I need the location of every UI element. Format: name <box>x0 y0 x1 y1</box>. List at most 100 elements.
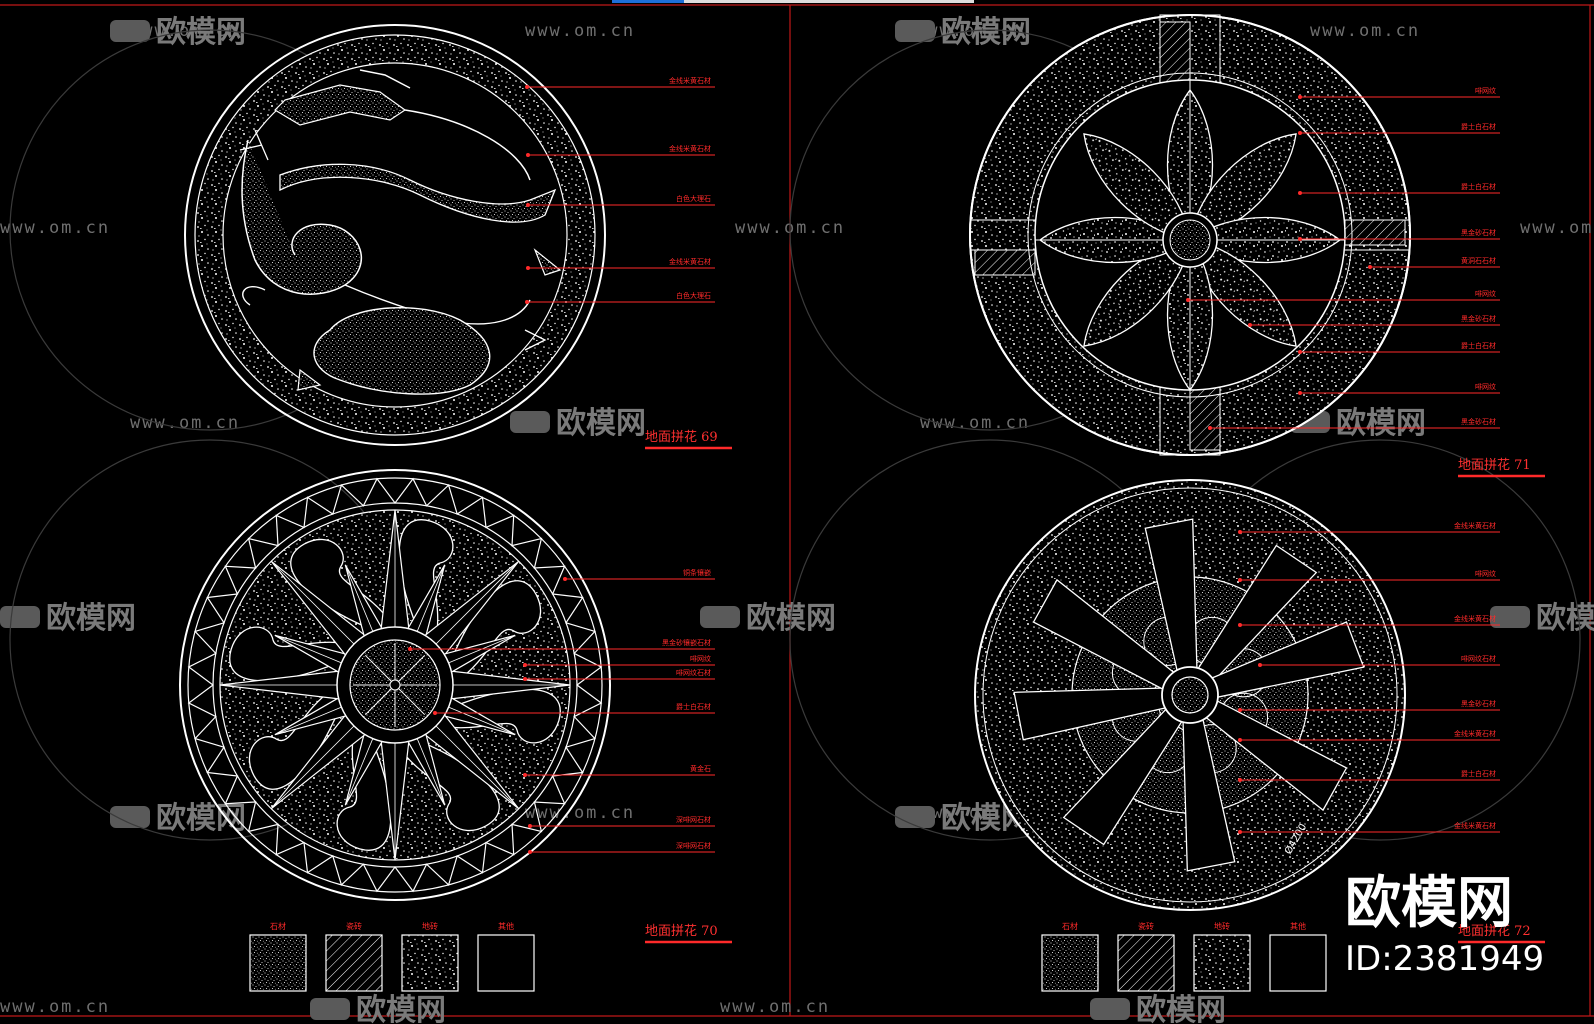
leader-dot <box>523 773 527 777</box>
legend-swatch <box>1117 934 1175 992</box>
material-label: 啡网纹石材 <box>676 668 711 677</box>
legend-label: 其他 <box>498 921 514 931</box>
material-label: 深啡网石材 <box>676 841 711 850</box>
material-label: 金线米黄石材 <box>669 76 711 85</box>
material-legend-70: 石材瓷砖地砖其他 <box>249 921 535 992</box>
material-label: 啡网纹 <box>690 654 711 663</box>
watermark-sofa-icon <box>510 411 550 433</box>
material-label: 金线米黄石材 <box>1454 614 1496 623</box>
material-label: 啡网纹石材 <box>1461 654 1496 663</box>
material-legend-72: 石材瓷砖地砖其他 <box>1041 921 1327 992</box>
material-label: 深啡网石材 <box>676 815 711 824</box>
leader-dot <box>1258 663 1262 667</box>
title-72: 地面拼花 72 <box>1458 923 1531 939</box>
material-label: 白色大理石 <box>676 291 711 300</box>
material-label: 黑金砂镶嵌石材 <box>662 638 711 647</box>
legend-label: 瓷砖 <box>1138 921 1154 931</box>
watermark-url: www.om.cn <box>1520 218 1594 238</box>
material-label: 爵士白石材 <box>1461 769 1496 778</box>
leader-dot <box>1238 530 1242 534</box>
legend-label: 地砖 <box>1214 921 1230 931</box>
panel-titles: 地面拼花 69 地面拼花 70 地面拼花 71 地面拼花 72 <box>645 429 1545 944</box>
watermark-url: www.om.cn <box>0 218 110 238</box>
legend-swatch <box>1269 934 1327 992</box>
watermark-url: www.om.cn <box>920 803 1030 823</box>
material-label: 爵士白石材 <box>676 702 711 711</box>
watermark-url: www.om.cn <box>130 413 240 433</box>
legend-swatch <box>325 934 383 992</box>
watermark-url: www.om.cn <box>525 803 635 823</box>
watermark-brand: 欧模网 <box>1536 601 1594 636</box>
material-label: 黄金石 <box>690 764 711 773</box>
title-69: 地面拼花 69 <box>645 429 718 445</box>
leader-dot <box>433 711 437 715</box>
leader-dot <box>1238 778 1242 782</box>
legend-label: 石材 <box>270 921 286 931</box>
watermark-sofa-icon <box>310 998 350 1020</box>
material-label: 爵士白石材 <box>1461 122 1496 131</box>
material-label: 啡网纹 <box>1475 289 1496 298</box>
material-label: 白色大理石 <box>676 194 711 203</box>
brand-id: ID:2381949 <box>1345 939 1544 979</box>
watermark-url: www.om.cn <box>735 218 845 238</box>
leader-dot <box>1298 391 1302 395</box>
annotation-leaders: 金线米黄石材金线米黄石材白色大理石金线米黄石材白色大理石铜条镶嵌黑金砂镶嵌石材啡… <box>408 76 1500 854</box>
leader-dot <box>528 824 532 828</box>
watermark-sofa-icon <box>895 806 935 828</box>
material-label: 金线米黄石材 <box>1454 521 1496 530</box>
leader-dot <box>526 203 530 207</box>
material-label: 黑金砂石材 <box>1461 699 1496 708</box>
panel-70-compass-medallion <box>179 469 611 901</box>
material-label: 爵士白石材 <box>1461 182 1496 191</box>
watermark-sofa-icon <box>1090 998 1130 1020</box>
watermark-sofa-icon <box>895 20 935 42</box>
material-label: 黑金砂石材 <box>1461 314 1496 323</box>
material-label: 黑金砂石材 <box>1461 228 1496 237</box>
leader-dot <box>408 647 412 651</box>
leader-dot <box>526 153 530 157</box>
watermark-brand: 欧模网 <box>556 406 646 441</box>
compass-star <box>219 509 571 861</box>
watermark-brand: 欧模网 <box>156 15 246 50</box>
material-label: 金线米黄石材 <box>1454 821 1496 830</box>
watermark-brand: 欧模网 <box>1136 993 1226 1024</box>
legend-swatch <box>1041 934 1099 992</box>
watermark-url: www.om.cn <box>0 997 110 1017</box>
leader-dot <box>525 85 529 89</box>
watermark-url: www.om.cn <box>720 997 830 1017</box>
material-label: 黑金砂石材 <box>1461 417 1496 426</box>
leader-dot <box>1298 237 1302 241</box>
material-label: 铜条镶嵌 <box>683 568 711 577</box>
leader-dot <box>1186 298 1190 302</box>
legend-label: 地砖 <box>422 921 438 931</box>
panel-72-pinwheel-medallion: Ø4200 <box>974 479 1406 911</box>
watermark-url: www.om.cn <box>920 413 1030 433</box>
panel-71-flower-medallion <box>969 14 1411 456</box>
watermark-url: www.om.cn <box>130 21 240 41</box>
leader-dot <box>1368 265 1372 269</box>
leader-dot <box>1238 623 1242 627</box>
material-label: 金线米黄石材 <box>1454 729 1496 738</box>
leader-dot <box>526 266 530 270</box>
legend-label: 其他 <box>1290 921 1306 931</box>
pinwheel-blades <box>1013 518 1365 872</box>
triangle-border <box>187 477 603 893</box>
leader-dot <box>528 850 532 854</box>
watermark-sofa-icon <box>0 606 40 628</box>
leader-dot <box>1208 426 1212 430</box>
brand-block: 欧模网 ID:2381949 <box>1345 871 1544 979</box>
material-label: 啡网纹 <box>1475 86 1496 95</box>
legend-swatch <box>477 934 535 992</box>
watermark-brand: 欧模网 <box>156 801 246 836</box>
watermark-brand: 欧模网 <box>46 601 136 636</box>
watermark-url: www.om.cn <box>1310 21 1420 41</box>
leader-dot <box>1298 191 1302 195</box>
watermark-sofa-icon <box>110 806 150 828</box>
leader-dot <box>1238 708 1242 712</box>
leader-dot <box>1238 738 1242 742</box>
material-label: 啡网纹 <box>1475 569 1496 578</box>
legend-swatch <box>1193 934 1251 992</box>
leader-dot <box>523 663 527 667</box>
